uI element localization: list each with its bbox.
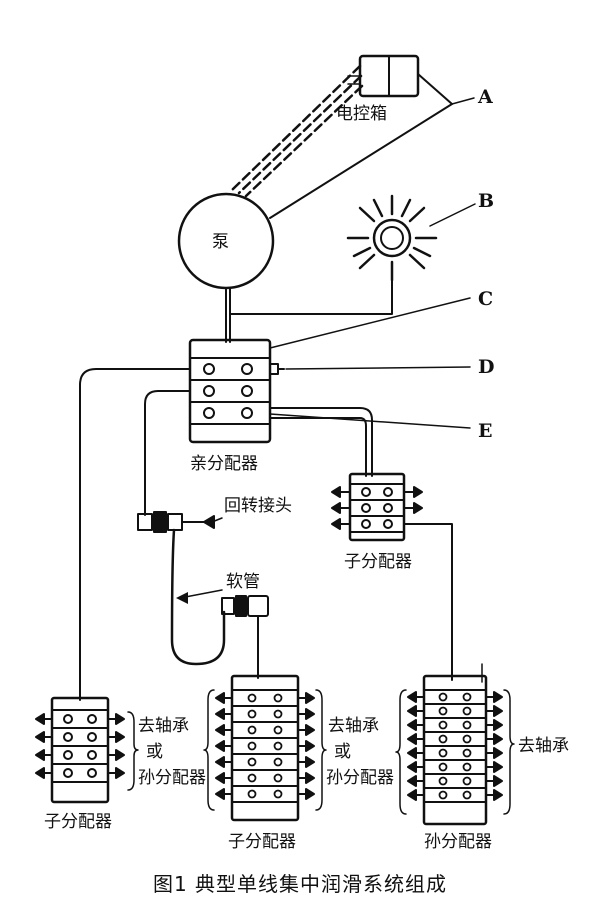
main-pipe — [225, 279, 393, 343]
swivel-joint — [137, 511, 223, 533]
letter-e: E — [478, 420, 493, 442]
sub-distributor-center — [203, 674, 327, 822]
swivel-joint-label: 回转接头 — [224, 496, 292, 516]
main-distributor-label: 亲分配器 — [190, 454, 258, 474]
sub-distributor-mid-label: 子分配器 — [344, 552, 412, 572]
hose — [170, 528, 226, 666]
figure-caption: 图1 典型单线集中润滑系统组成 — [152, 872, 448, 896]
letter-a: A — [478, 86, 493, 108]
to-bearing-center-line1: 去轴承 — [328, 716, 379, 736]
to-bearing-center-line3: 孙分配器 — [326, 768, 394, 788]
main-distributor — [188, 338, 285, 444]
pointer-lines — [269, 297, 471, 429]
sub-distributor-left — [35, 696, 139, 804]
pump-label: 泵 — [212, 232, 229, 252]
hose-label: 软管 — [226, 572, 260, 592]
sub-distributor-center-label: 子分配器 — [228, 832, 296, 852]
letter-d: D — [478, 356, 495, 378]
sub-distributor-left-label: 子分配器 — [44, 812, 112, 832]
sub-distributor-mid — [331, 472, 453, 681]
letter-b: B — [478, 190, 495, 212]
grandchild-distributor-label: 孙分配器 — [424, 832, 492, 852]
to-bearing-left-line3: 孙分配器 — [138, 768, 206, 788]
to-bearing-right-label: 去轴承 — [518, 736, 569, 756]
signal-cables — [230, 64, 364, 198]
power-line — [269, 73, 475, 219]
control-box-label: 电控箱 — [336, 104, 387, 124]
letter-c: C — [478, 288, 494, 310]
to-bearing-left-line1: 去轴承 — [138, 716, 189, 736]
to-bearing-center-line2: 或 — [334, 742, 351, 762]
to-bearing-left-line2: 或 — [146, 742, 163, 762]
hose-joint — [221, 595, 269, 617]
grandchild-distributor — [395, 663, 515, 826]
indicator-lamp — [346, 194, 476, 282]
pipe-left — [79, 368, 191, 701]
pipe-swivel — [144, 390, 191, 516]
pipe-right — [269, 407, 373, 477]
